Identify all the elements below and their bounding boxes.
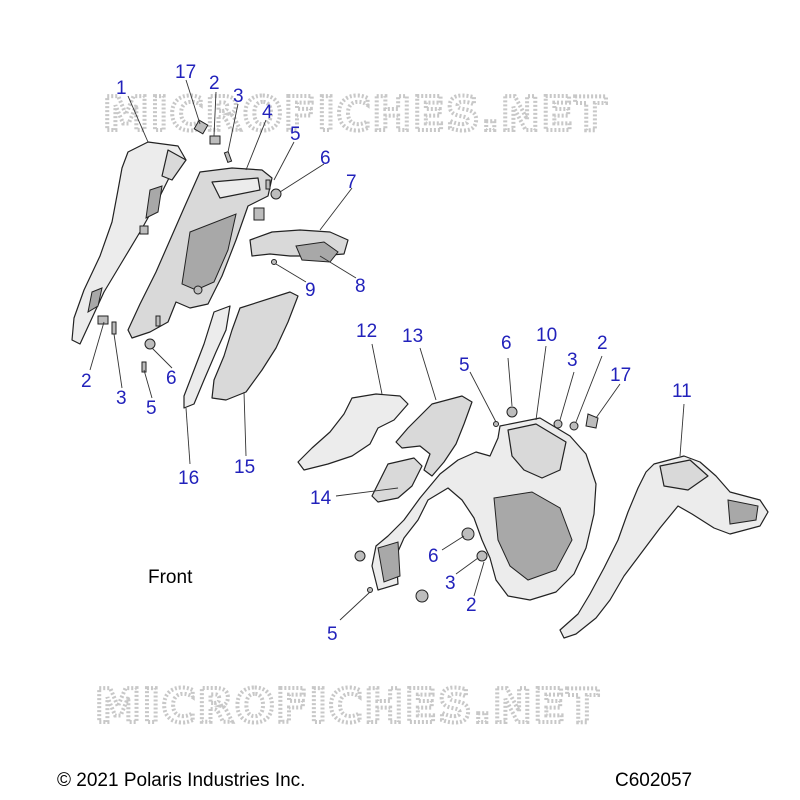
leader-lines bbox=[89, 79, 685, 621]
part-13-decal bbox=[395, 395, 473, 477]
callout-13: 13 bbox=[402, 326, 423, 347]
hardware bbox=[97, 119, 599, 603]
callout-2: 2 bbox=[466, 595, 477, 616]
callout-17: 17 bbox=[175, 62, 196, 83]
callout-2: 2 bbox=[209, 73, 220, 94]
part-8-trim-insert bbox=[295, 241, 339, 263]
watermark-top: MICROFICHES.NET bbox=[103, 87, 608, 141]
callout-9: 9 bbox=[305, 280, 316, 301]
callout-8: 8 bbox=[355, 276, 366, 297]
watermark-bottom: MICROFICHES.NET bbox=[95, 679, 600, 733]
callout-3: 3 bbox=[445, 573, 456, 594]
callout-6: 6 bbox=[320, 148, 331, 169]
callout-7: 7 bbox=[346, 172, 357, 193]
callout-5: 5 bbox=[290, 124, 301, 145]
part-10-right-main-panel bbox=[371, 417, 597, 601]
callout-2: 2 bbox=[81, 371, 92, 392]
callout-17: 17 bbox=[610, 365, 631, 386]
callout-3: 3 bbox=[567, 350, 578, 371]
callout-14: 14 bbox=[310, 488, 332, 509]
callout-16: 16 bbox=[178, 468, 199, 489]
callout-5: 5 bbox=[146, 398, 157, 419]
part-16-trim-strip bbox=[183, 305, 231, 409]
diagram-id: C602057 bbox=[615, 770, 692, 791]
callout-10: 10 bbox=[536, 325, 557, 346]
part-15-side-panel-insert bbox=[211, 291, 299, 401]
callout-3: 3 bbox=[233, 86, 244, 107]
part-4-left-inner-panel bbox=[127, 167, 273, 339]
callout-5: 5 bbox=[327, 624, 338, 645]
callout-12: 12 bbox=[356, 321, 377, 342]
callouts: 17 2 1 3 4 5 6 7 8 9 2 3 6 5 16 15 12 13… bbox=[81, 62, 692, 645]
callout-15: 15 bbox=[234, 457, 255, 478]
callout-11: 11 bbox=[672, 381, 692, 402]
callout-4: 4 bbox=[262, 102, 273, 123]
callout-6: 6 bbox=[428, 546, 439, 567]
callout-1: 1 bbox=[116, 78, 127, 99]
callout-6: 6 bbox=[501, 333, 512, 354]
callout-6: 6 bbox=[166, 368, 177, 389]
part-1-left-side-panel bbox=[71, 141, 187, 345]
callout-3: 3 bbox=[116, 388, 127, 409]
callout-2: 2 bbox=[597, 333, 608, 354]
front-label: Front bbox=[148, 567, 193, 588]
part-11-rear-fender bbox=[559, 455, 769, 639]
callout-5: 5 bbox=[459, 355, 470, 376]
part-14-decal bbox=[371, 457, 423, 503]
copyright-text: © 2021 Polaris Industries Inc. bbox=[57, 770, 305, 791]
part-12-decal bbox=[297, 393, 409, 471]
